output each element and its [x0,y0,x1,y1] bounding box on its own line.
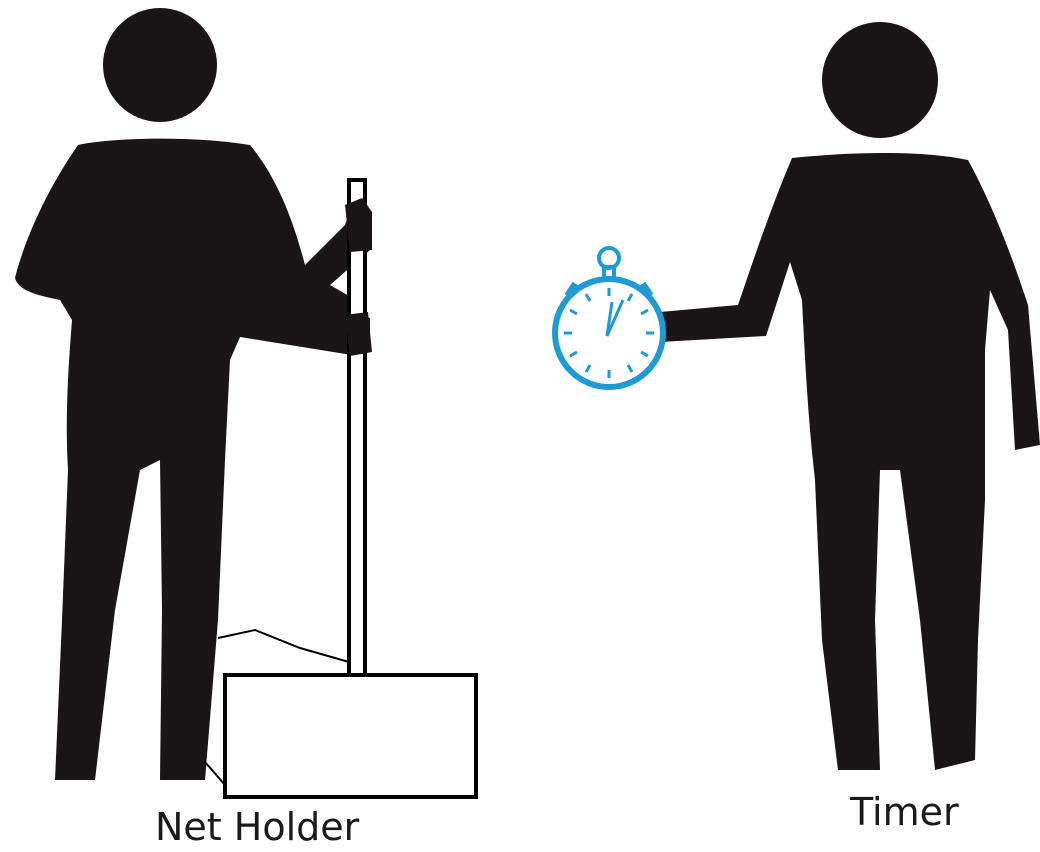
net-mesh-line-lower [205,762,225,785]
timer-figure [660,22,1040,770]
net-mesh-line-upper [218,630,349,662]
timer-head [822,22,938,138]
stopwatch-icon [555,248,663,387]
net-pole [349,180,365,676]
net-frame [225,675,476,797]
net-holder-figure [15,8,370,780]
timer-label: Timer [850,793,959,831]
net-holder-head [103,8,217,122]
timer-body [660,153,1040,770]
net-holder-label: Net Holder [155,808,359,846]
